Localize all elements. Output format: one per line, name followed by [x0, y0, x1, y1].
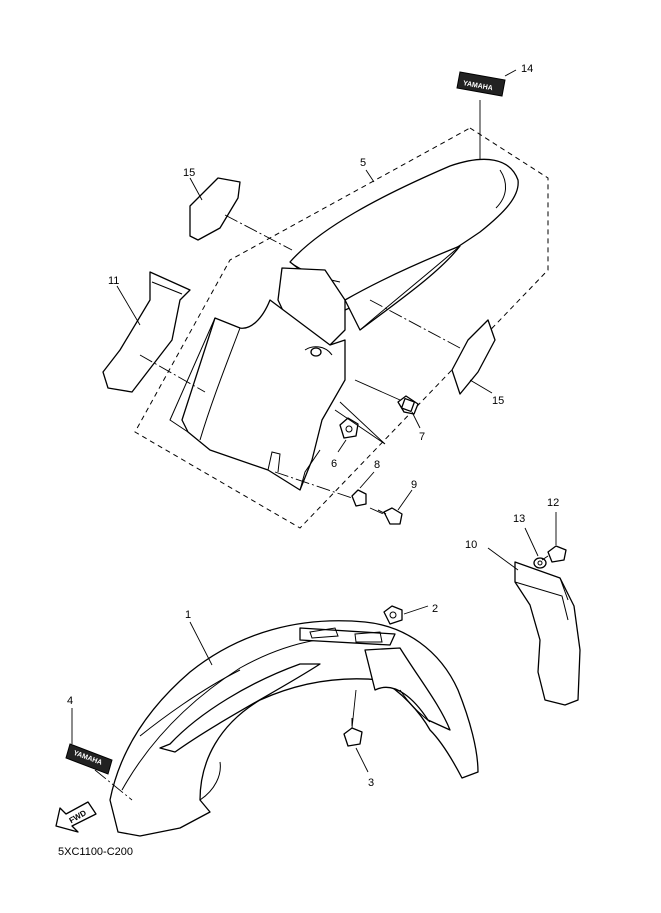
part-6-nut: [334, 401, 386, 445]
part-15-decal-right: [451, 319, 496, 395]
part-11-guard-plate: [102, 271, 191, 393]
part-13-collar: [533, 557, 547, 569]
part-4-decal: YAMAHA: [65, 743, 113, 775]
rear-fender-assembly-outline: [134, 127, 549, 529]
label-12: 12: [547, 497, 559, 509]
rear-inner-fender: [169, 299, 346, 491]
part-14-decal: YAMAHA: [456, 71, 506, 97]
label-1: 1: [185, 609, 191, 621]
label-5: 5: [360, 157, 366, 169]
label-10: 10: [465, 539, 477, 551]
label-4: 4: [67, 695, 73, 707]
part-8-collar: [274, 471, 367, 507]
label-6: 6: [331, 458, 337, 470]
part-7-bolt: [354, 379, 419, 415]
label-7: 7: [419, 431, 425, 443]
part-2-nut: [383, 605, 403, 625]
label-14: 14: [521, 63, 533, 75]
part-1-front-fender: [109, 620, 479, 837]
label-8: 8: [374, 459, 380, 471]
label-15-left: 15: [183, 167, 195, 179]
part-5-rear-fender: [277, 158, 519, 347]
label-2: 2: [432, 603, 438, 615]
part-9-bolt: [369, 507, 403, 525]
label-15-right: 15: [492, 395, 504, 407]
label-13: 13: [513, 513, 525, 525]
part-12-bolt: [541, 545, 567, 563]
fwd-direction-arrow: FWD: [55, 801, 97, 833]
part-10-mudflap: [514, 561, 581, 706]
label-3: 3: [368, 777, 374, 789]
part-15-decal-left: [189, 177, 241, 241]
label-9: 9: [411, 479, 417, 491]
diagram-code: 5XC1100-C200: [58, 846, 133, 858]
label-11: 11: [108, 275, 119, 287]
part-3-bolt: [343, 689, 363, 747]
